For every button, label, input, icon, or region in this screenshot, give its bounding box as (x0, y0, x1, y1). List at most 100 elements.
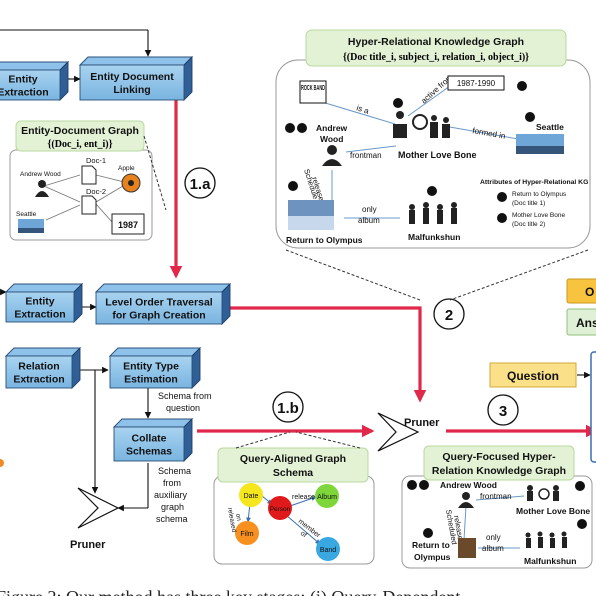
hrkg-edge-is-a: is a (355, 103, 370, 116)
badge-1a-label: 1.a (190, 176, 212, 193)
hrkg-andrew-person-icon (327, 145, 337, 155)
edg-formula: {(Doc_i, ent_i)} (47, 139, 112, 150)
hrkg-callout-left (285, 249, 421, 301)
hrkg-title: Hyper-Relational Knowledge Graph (348, 36, 524, 48)
entity-extraction-mid-box-label-2: Extraction (14, 309, 65, 321)
relation-extraction-box-label-1: Relation (18, 361, 59, 373)
right-ans-label: Ans (576, 316, 596, 330)
pruner-mid: Pruner (377, 412, 440, 452)
hrkg-edge-frontman: frontman (350, 151, 382, 160)
edg-year-box (111, 213, 145, 235)
qfkg-title-l2: Relation Knowledge Graph (432, 465, 566, 477)
qas-band-node (316, 537, 340, 561)
hrkg-rock-label: ROCK BAND (301, 85, 325, 92)
badge-1b-label: 1.b (277, 400, 299, 417)
schema-from-question-l2: question (166, 403, 200, 413)
pruner-mid-funnel-icon (377, 412, 420, 452)
band-silhouette-icon (393, 111, 450, 138)
query-aligned-schema-panel: Query-Aligned Graph Schema Date Person A… (213, 431, 375, 565)
qfkg-andrew-person-icon (462, 492, 470, 500)
qas-album-node (315, 484, 339, 508)
doc2-file-icon (81, 195, 97, 215)
qas-film-node (235, 521, 259, 545)
question-label: Question (507, 369, 559, 383)
malfunkshun-band-icon (409, 202, 457, 224)
badge-1a (184, 167, 216, 199)
qfkg-edges (463, 495, 525, 549)
svg-text:1: 1 (578, 484, 582, 491)
hrkg-attributes-title: Attributes of Hyper-Relational KG (480, 179, 588, 186)
qfkg-title-l1: Query-Focused Hyper- (442, 451, 556, 463)
pruner-mid-label: Pruner (404, 417, 440, 429)
hrkg-number-markers: 1 2 1 1 1 2 2 (285, 81, 535, 196)
qas-edge-member-l2: of (299, 530, 308, 539)
right-edge-partials: O Ans (566, 278, 596, 463)
svg-text:1: 1 (288, 126, 292, 133)
query-focused-kg-panel: Query-Focused Hyper- Relation Knowledge … (401, 445, 593, 569)
hrkg-formula: {(Doc title_i, subject_i, relation_i, ob… (343, 52, 529, 63)
edg-doc1-label: Doc-1 (86, 156, 106, 165)
svg-text:1: 1 (410, 483, 414, 490)
entity-document-linking-box-label-2: Linking (113, 84, 150, 96)
hrkg-edges (321, 85, 525, 219)
badge-2 (433, 298, 465, 330)
level-order-traversal-box-label-2: for Graph Creation (112, 310, 205, 322)
schema-aux-l4: graph (161, 502, 184, 512)
attr-item1-l1: Return to Olympus (512, 191, 567, 198)
edg-andrew-wood-label: Andrew Wood (20, 171, 61, 178)
schema-aux-l5: schema (156, 514, 188, 524)
attr-item2-l1: Mother Love Bone (512, 212, 566, 219)
qas-edge-released-l1: released (226, 507, 237, 533)
schema-aux-l2: from (163, 478, 181, 488)
svg-text:2: 2 (426, 531, 430, 538)
qas-person-node (268, 496, 292, 520)
attr-item1-l2: (Doc title 1) (512, 200, 545, 207)
entity-extraction-top-box-label-2: Extraction (0, 87, 49, 99)
hrkg-seattle-label: Seattle (536, 122, 564, 132)
entity-document-graph-panel: Entity-Document Graph {(Doc_i, ent_i)} D… (9, 120, 167, 241)
qas-band-label: Band (320, 547, 336, 554)
qfkg-rto-l2: Olympus (414, 552, 451, 562)
qfkg-malfunkshun-icon (525, 531, 567, 548)
qas-date-node (239, 483, 263, 507)
qas-edge-released-l2: on (234, 513, 242, 522)
attr-marker-1 (497, 192, 507, 202)
hrkg-years: 1987-1990 (457, 79, 496, 88)
left-edge-partial-dot (0, 459, 4, 467)
qas-film-label: Film (240, 531, 253, 538)
hrkg-years-box (447, 75, 505, 91)
person-icon (38, 180, 46, 188)
edg-callout-line (143, 135, 167, 211)
pruner-left: Pruner (70, 487, 120, 551)
attr-item2-l2: (Doc title 2) (512, 221, 545, 228)
schema-annotations: Schema from question Schema from auxilia… (154, 391, 212, 524)
qas-person-label: Person (270, 506, 291, 513)
hrkg-andrew-l1: Andrew (316, 123, 348, 133)
svg-text:1: 1 (520, 84, 524, 91)
qas-album-label: Album (317, 494, 337, 501)
edg-apple-label: Apple (118, 165, 135, 172)
qfkg-only-l2: album (482, 544, 504, 553)
svg-text:2: 2 (500, 216, 504, 223)
svg-text:1: 1 (528, 115, 532, 122)
edg-year-label: 1987 (118, 220, 138, 230)
qfkg-edge-frontman: frontman (480, 492, 512, 501)
qas-title-l1: Query-Aligned Graph (240, 453, 346, 465)
svg-text:1: 1 (396, 101, 400, 108)
svg-text:2: 2 (430, 189, 434, 196)
level-order-traversal-box-label-1: Level Order Traversal (105, 297, 212, 309)
svg-text:2: 2 (580, 522, 584, 529)
qfkg-mlb-label: Mother Love Bone (516, 506, 590, 516)
entity-type-estimation-box-label-2: Estimation (124, 374, 178, 386)
svg-text:1: 1 (500, 195, 504, 202)
entity-document-linking-box-label-1: Entity Document (90, 71, 174, 83)
entity-type-estimation-box-label-1: Entity Type (123, 361, 179, 373)
right-ans-box (566, 308, 596, 336)
qas-title-l2: Schema (273, 467, 313, 479)
qas-edge-release: release (292, 494, 315, 501)
